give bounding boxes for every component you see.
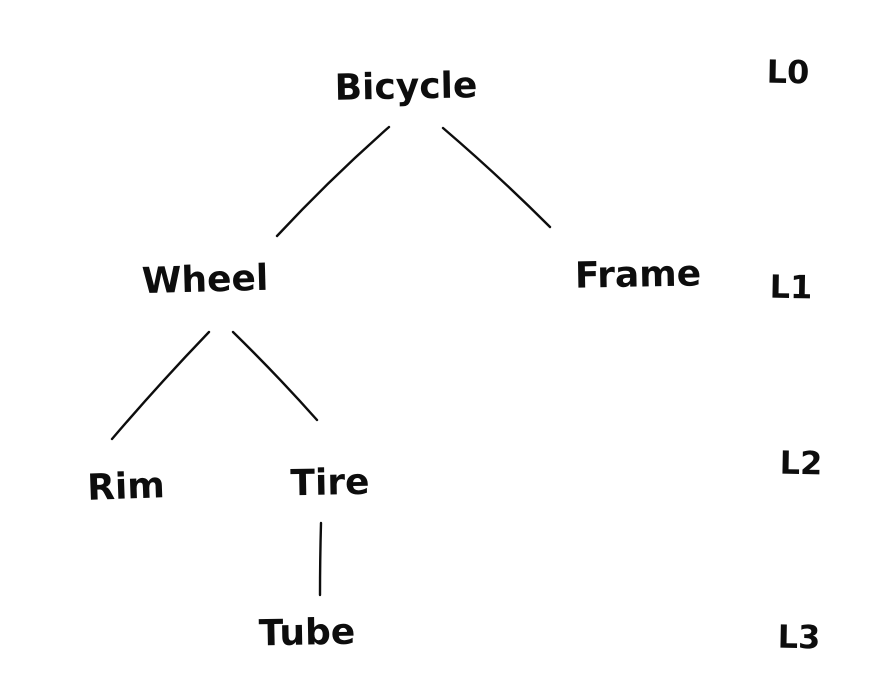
level-label-l2: L2 (779, 443, 823, 483)
level-label-l0: L0 (766, 52, 810, 92)
edge-wheel-tire (231, 330, 319, 422)
node-tire: Tire (290, 461, 370, 505)
edge-bicycle-wheel (275, 125, 391, 238)
edge-bicycle-frame (441, 126, 552, 229)
level-label-l3: L3 (777, 617, 821, 657)
node-tube: Tube (258, 611, 356, 655)
edge-tire-tube (318, 521, 323, 597)
node-bicycle: Bicycle (334, 65, 478, 109)
edge-wheel-rim (110, 330, 211, 441)
node-rim: Rim (86, 465, 166, 509)
node-wheel: Wheel (141, 257, 269, 303)
level-label-l1: L1 (769, 267, 813, 307)
node-frame: Frame (574, 253, 702, 297)
